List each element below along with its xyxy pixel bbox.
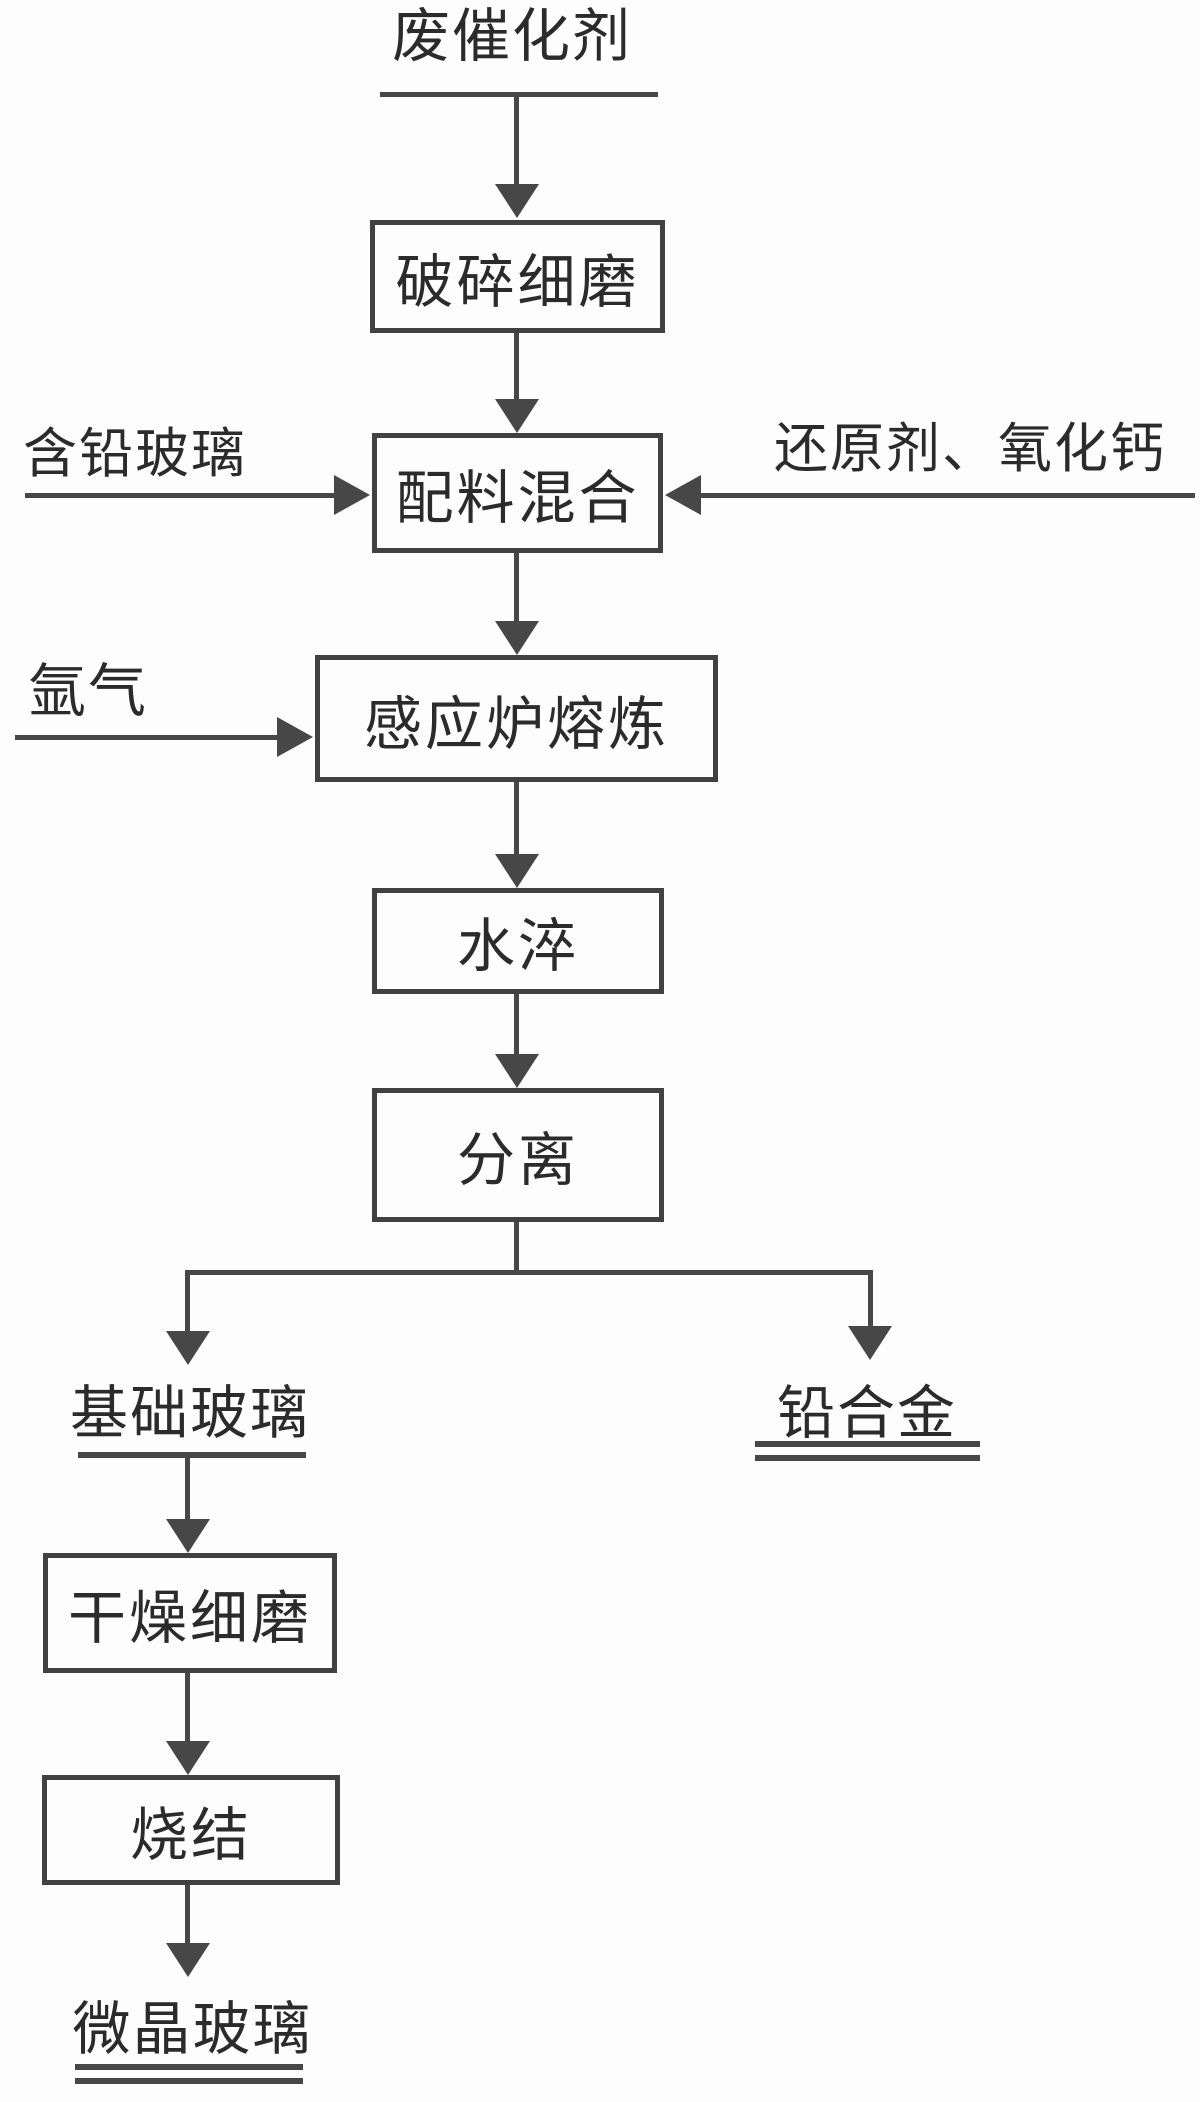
arrow-mix-to-smelt-head-icon	[495, 621, 539, 655]
branch-stem	[514, 1222, 519, 1275]
process-induction-smelting: 感应炉熔炼	[315, 655, 718, 782]
base-glass-underline	[78, 1452, 306, 1458]
arrow-quench-to-separate-head-icon	[495, 1054, 539, 1088]
label-base-glass: 基础玻璃	[69, 1381, 310, 1446]
label-waste-catalyst: 废催化剂	[391, 4, 632, 69]
branch-crossbar	[185, 1270, 873, 1275]
label-lead-alloy: 铅合金	[776, 1381, 957, 1446]
arrow-start-to-crush-head-icon	[495, 184, 539, 218]
arrow-drygrind-to-sinter-head-icon	[166, 1741, 210, 1775]
lead-alloy-underline-2	[755, 1455, 980, 1461]
arrow-sinter-to-glassceramic-head-icon	[166, 1943, 210, 1977]
arrow-reductant-shaft	[700, 493, 1195, 498]
arrow-sinter-to-glassceramic-shaft	[185, 1885, 190, 1945]
arrow-reductant-head-icon	[665, 475, 701, 515]
process-sinter: 烧结	[42, 1775, 340, 1885]
waste-catalyst-underline	[380, 92, 658, 97]
process-separation: 分离	[372, 1088, 664, 1222]
arrow-mix-to-smelt-shaft	[514, 553, 519, 623]
label-reductant-cao: 还原剂、氧化钙	[774, 419, 1166, 479]
label-lead-glass: 含铅玻璃	[23, 424, 247, 484]
arrow-smelt-to-quench-shaft	[514, 782, 519, 856]
arrow-argon-shaft	[15, 735, 279, 740]
arrow-lead-glass-shaft	[25, 493, 335, 498]
arrow-crush-to-mix-head-icon	[495, 399, 539, 433]
arrow-crush-to-mix-shaft	[514, 333, 519, 401]
lead-alloy-underline-1	[755, 1441, 980, 1447]
arrow-to-lead-alloy-head-icon	[848, 1326, 892, 1360]
arrow-baseglass-to-drygrind-head-icon	[166, 1519, 210, 1553]
label-argon: 氩气	[27, 659, 148, 724]
glass-ceramic-underline-1	[75, 2064, 303, 2070]
process-water-quench: 水淬	[372, 888, 664, 994]
process-batch-mix: 配料混合	[372, 433, 663, 553]
arrow-to-base-glass-shaft	[185, 1270, 190, 1332]
process-crush-grind: 破碎细磨	[370, 220, 665, 333]
label-glass-ceramic: 微晶玻璃	[72, 1997, 313, 2062]
arrow-to-base-glass-head-icon	[166, 1331, 210, 1365]
arrow-lead-glass-head-icon	[334, 475, 370, 515]
arrow-to-lead-alloy-shaft	[868, 1270, 873, 1327]
arrow-drygrind-to-sinter-shaft	[185, 1673, 190, 1743]
arrow-argon-head-icon	[277, 717, 313, 757]
arrow-smelt-to-quench-head-icon	[495, 854, 539, 888]
arrow-start-to-crush-shaft	[514, 95, 519, 187]
glass-ceramic-underline-2	[75, 2078, 303, 2084]
process-dry-grind: 干燥细磨	[43, 1553, 337, 1673]
arrow-baseglass-to-drygrind-shaft	[185, 1458, 190, 1522]
arrow-quench-to-separate-shaft	[514, 994, 519, 1056]
